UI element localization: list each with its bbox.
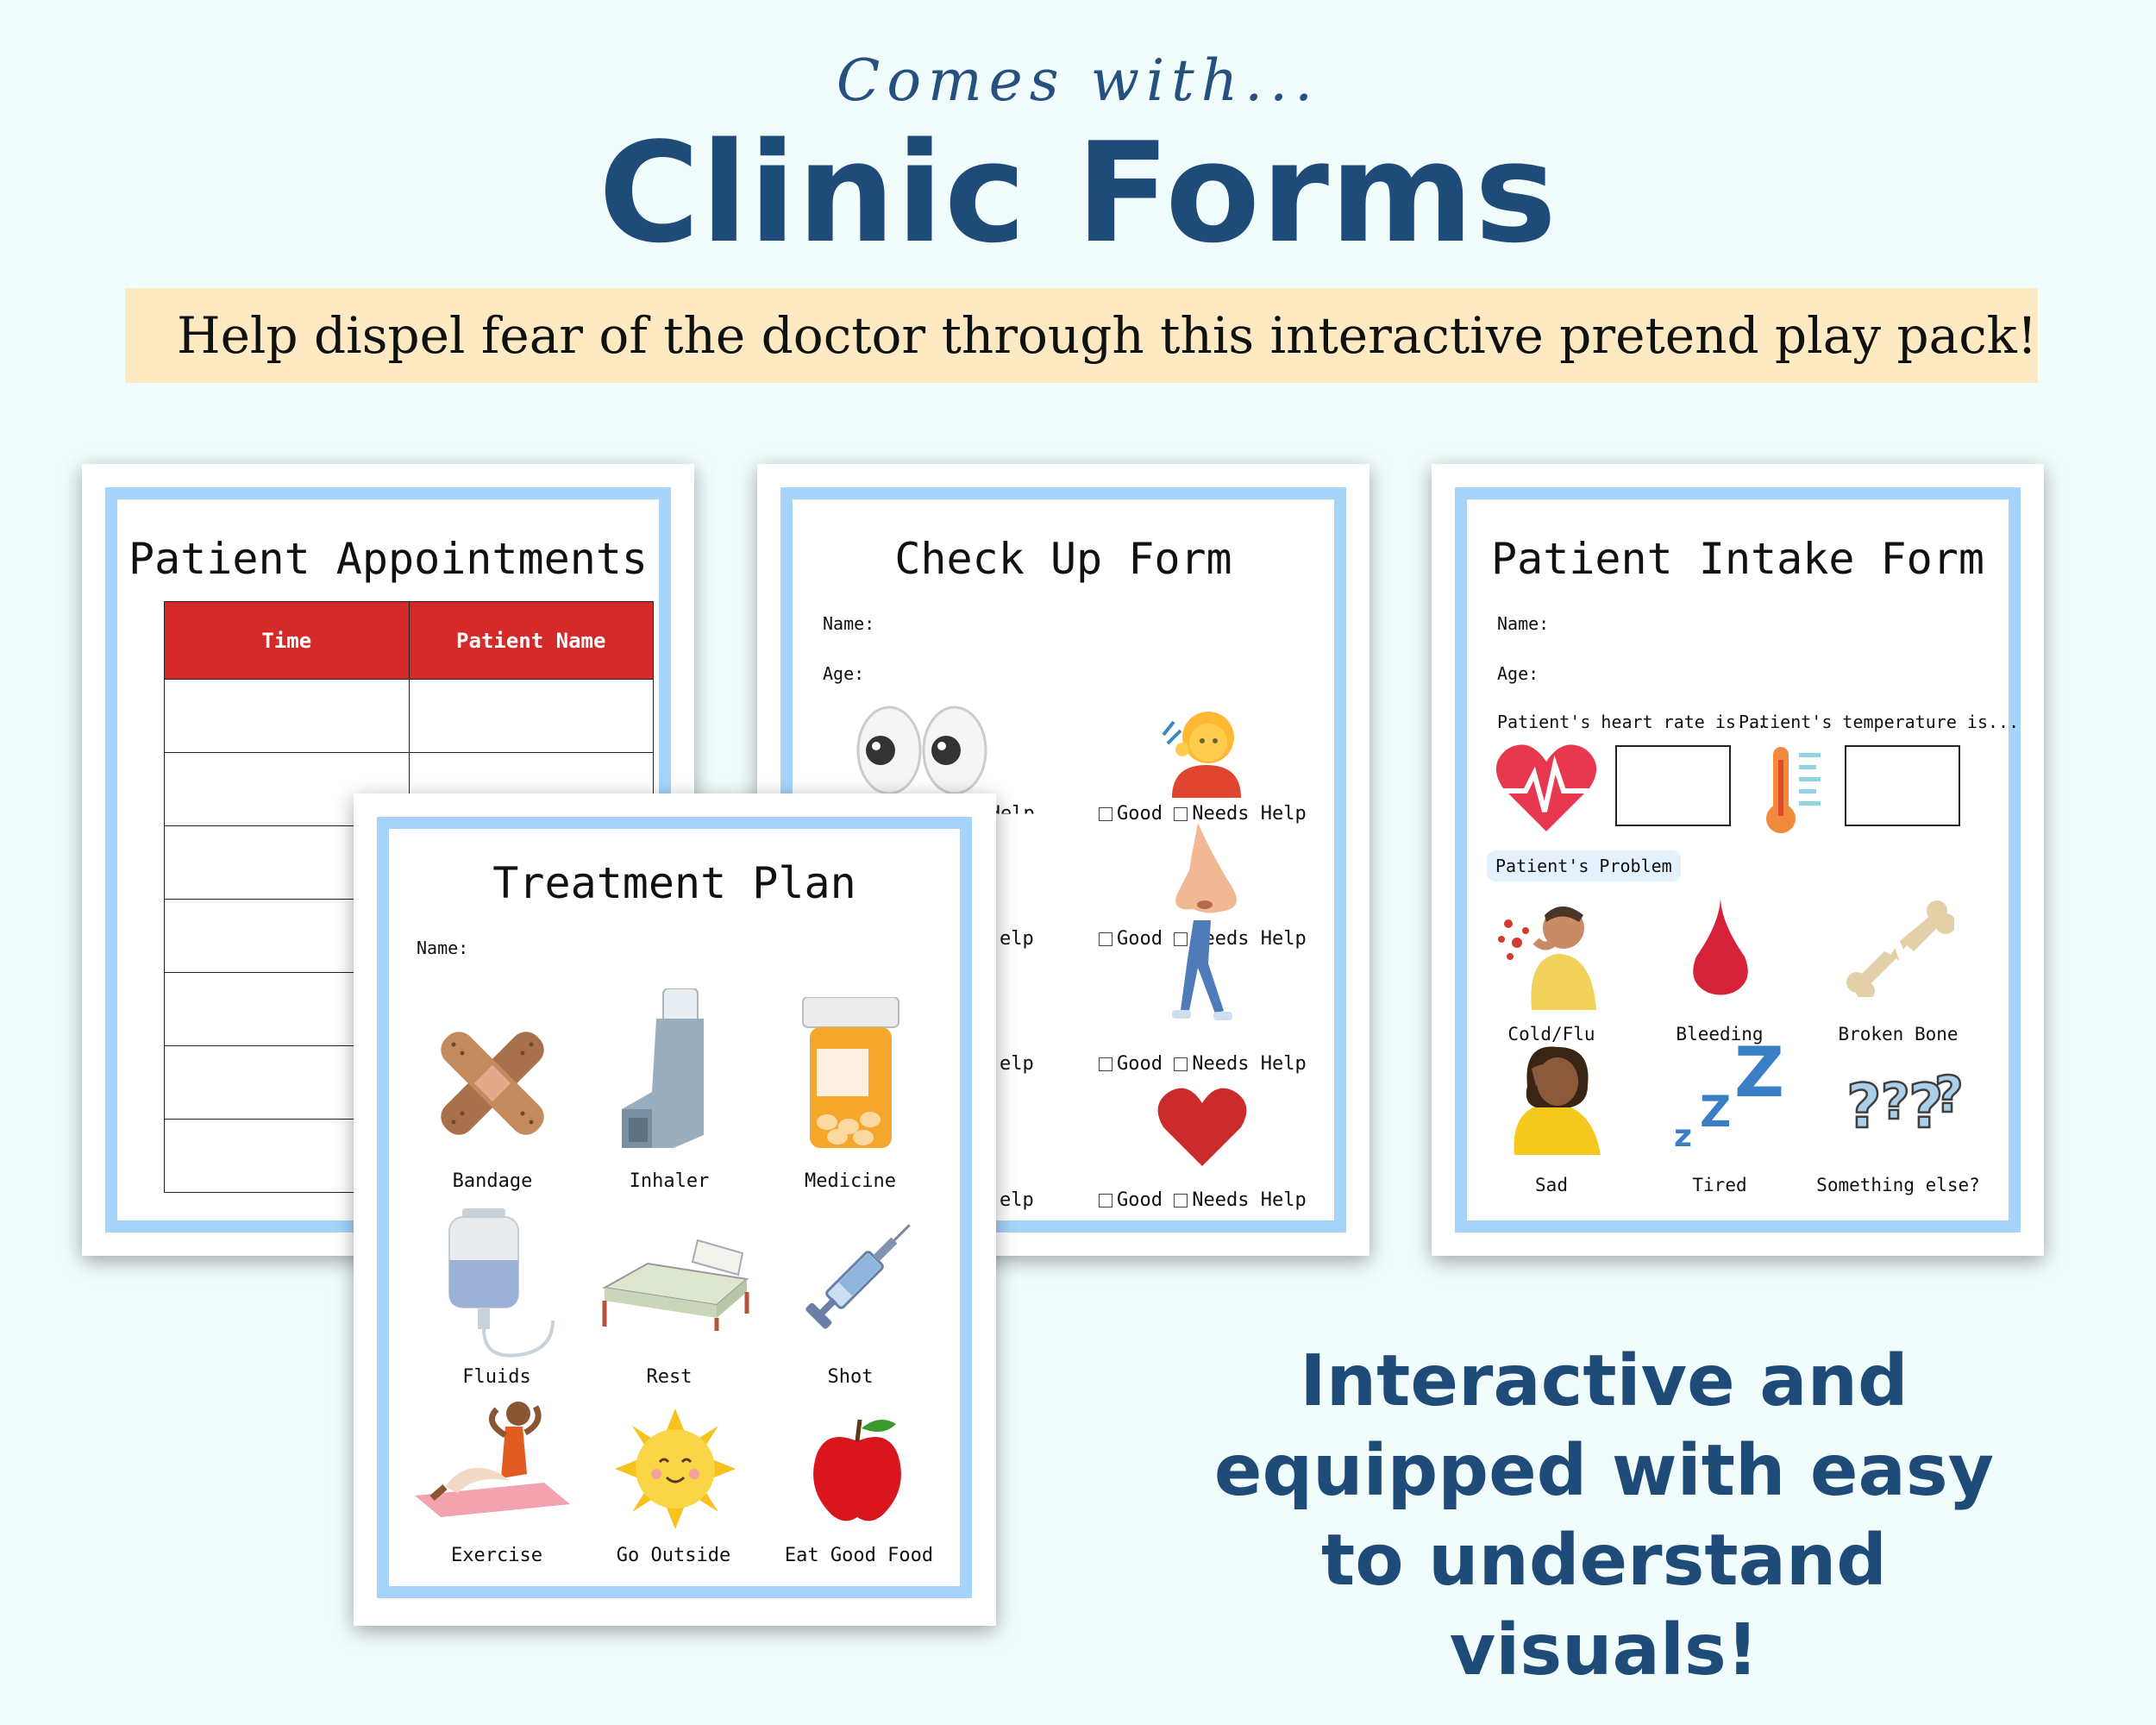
heart-checkboxes: Good Needs Help: [1099, 1189, 1307, 1211]
tagline: Interactive and equipped with easy to un…: [1213, 1340, 1995, 1691]
column-header-time: Time: [164, 601, 410, 680]
header-banner: Help dispel fear of the doctor through t…: [125, 288, 2038, 383]
medicine-icon: [802, 997, 899, 1148]
svg-text:?: ?: [1934, 1065, 1964, 1124]
temperature-label: Patient's temperature is...: [1739, 712, 2020, 732]
treatment-caption: Rest: [646, 1366, 693, 1388]
treatment-name-label: Name:: [417, 938, 469, 958]
good-checkbox[interactable]: [1099, 1057, 1112, 1071]
apple-icon: [813, 1419, 901, 1521]
heart-rate-icon: [1495, 744, 1597, 831]
partial-label: elp: [1000, 928, 1034, 950]
svg-text:?: ?: [1908, 1071, 1944, 1136]
problem-caption: Tired: [1692, 1175, 1747, 1195]
header-subtitle: Comes with...: [836, 47, 1320, 114]
temperature-field[interactable]: [1845, 745, 1960, 826]
header-title: Clinic Forms: [599, 112, 1557, 273]
needs-help-checkbox[interactable]: [1174, 807, 1188, 821]
treatment-caption: Shot: [827, 1366, 874, 1388]
table-header-row: Time Patient Name: [164, 601, 654, 680]
problem-label: Patient's Problem: [1487, 850, 1681, 881]
svg-text:Z: Z: [1700, 1087, 1731, 1137]
treatment-caption: Fluids: [462, 1366, 531, 1388]
nose-icon: [1175, 823, 1237, 913]
table-cell[interactable]: [408, 679, 654, 753]
intake-title: Patient Intake Form: [1491, 534, 1984, 584]
cold-flu-icon: [1498, 906, 1596, 1010]
svg-text:?: ?: [1881, 1072, 1910, 1131]
problem-caption: Something else?: [1816, 1175, 1980, 1195]
intake-name-label: Name:: [1497, 613, 1550, 634]
treatment-caption: Bandage: [452, 1170, 533, 1192]
good-checkbox[interactable]: [1099, 807, 1112, 821]
syringe-icon: [805, 1224, 911, 1329]
blood-drop-icon: [1693, 896, 1748, 995]
treatment-title: Treatment Plan: [492, 858, 856, 908]
checkup-title: Check Up Form: [894, 534, 1232, 584]
sleep-icon: Z Z z: [1674, 1044, 1784, 1148]
treatment-sheet: Treatment Plan Name: Bandage Inhaler Med…: [354, 794, 996, 1626]
partial-label: elp: [1000, 1053, 1034, 1075]
legs-icon: [1172, 920, 1232, 1020]
broken-bone-icon: [1846, 900, 1954, 997]
treatment-caption: Go Outside: [616, 1545, 731, 1566]
eyes-icon: [856, 706, 987, 795]
thermometer-icon: [1766, 747, 1821, 833]
problem-caption: Cold/Flu: [1507, 1024, 1595, 1044]
heart-icon: [1157, 1088, 1247, 1166]
sun-icon: [615, 1408, 736, 1529]
table-row: [164, 679, 654, 753]
column-header-patient-name: Patient Name: [408, 601, 654, 680]
partial-label: elp: [1000, 1189, 1034, 1211]
heart-rate-label: Patient's heart rate is...: [1497, 712, 1768, 732]
problem-caption: Broken Bone: [1838, 1024, 1959, 1044]
table-cell[interactable]: [164, 679, 410, 753]
legs-checkboxes: Good Needs Help: [1099, 1053, 1307, 1075]
needs-help-checkbox[interactable]: [1174, 932, 1188, 946]
svg-text:?: ?: [1846, 1071, 1882, 1136]
inhaler-icon: [622, 988, 704, 1148]
checkup-age-label: Age:: [823, 663, 865, 684]
bandage-icon: [441, 1032, 544, 1135]
heart-rate-field[interactable]: [1615, 745, 1731, 826]
problem-caption: Sad: [1535, 1175, 1568, 1195]
nose-checkboxes: Good Needs Help: [1099, 928, 1307, 950]
bed-icon: [601, 1239, 749, 1331]
problem-caption: Bleeding: [1676, 1024, 1764, 1044]
svg-text:Z: Z: [1734, 1044, 1784, 1113]
treatment-caption: Exercise: [451, 1545, 542, 1566]
sad-icon: [1514, 1046, 1601, 1155]
exercise-icon: [415, 1402, 570, 1517]
treatment-caption: Eat Good Food: [784, 1545, 934, 1566]
needs-help-checkbox[interactable]: [1174, 1057, 1188, 1071]
treatment-caption: Inhaler: [629, 1170, 710, 1192]
ear-icon: [1162, 712, 1241, 798]
fluids-icon: [448, 1208, 555, 1358]
good-checkbox[interactable]: [1099, 1194, 1112, 1208]
intake-sheet: Patient Intake Form Name: Age: Patient's…: [1432, 464, 2044, 1256]
question-marks-icon: ? ? ? ?: [1846, 1064, 1965, 1136]
checkup-name-label: Name:: [823, 613, 875, 634]
treatment-caption: Medicine: [805, 1170, 896, 1192]
appointments-title: Patient Appointments: [128, 534, 649, 584]
good-checkbox[interactable]: [1099, 932, 1112, 946]
needs-help-checkbox[interactable]: [1174, 1194, 1188, 1208]
ear-checkboxes: Good Needs Help: [1099, 803, 1307, 825]
intake-age-label: Age:: [1497, 663, 1539, 684]
svg-text:z: z: [1674, 1119, 1692, 1148]
